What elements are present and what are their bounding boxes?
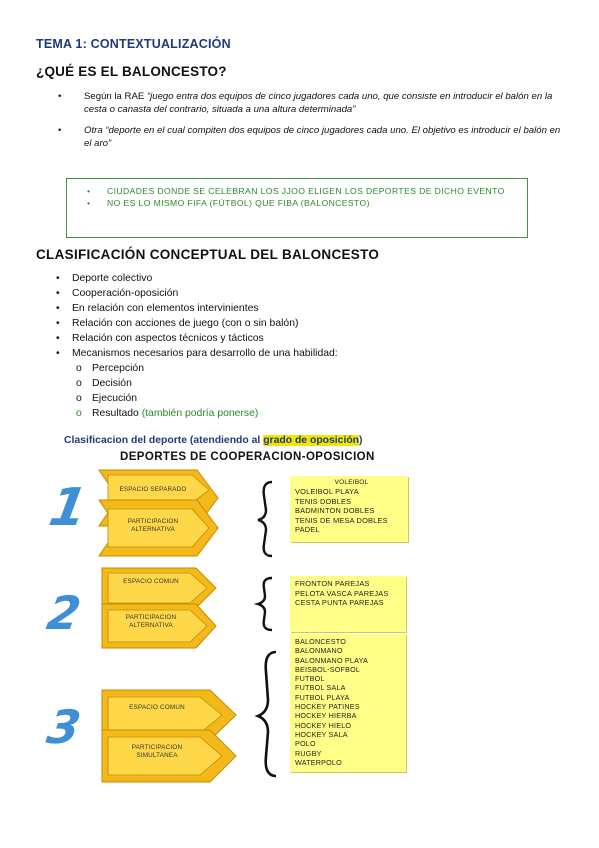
group-1-arrows [98, 469, 219, 557]
sport-item: VOLEIBOL PLAYA [295, 487, 359, 496]
bullet-icon: • [87, 198, 91, 208]
page-title: TEMA 1: CONTEXTUALIZACIÓN [36, 37, 231, 51]
group-3-arrows [101, 689, 237, 783]
definition-other: • Otra “deporte en el cual compiten dos … [58, 125, 561, 149]
brace-1 [257, 480, 273, 558]
arrow-label: PARTICIPACION ALTERNATIVA [127, 518, 179, 533]
arrow-label: PARTICIPACION SIMULTANEA [131, 744, 183, 759]
sport-item: PADEL [295, 525, 320, 535]
section-heading-clasificacion: CLASIFICACIÓN CONCEPTUAL DEL BALONCESTO [36, 247, 380, 262]
brace-3 [254, 650, 277, 778]
sport-item: CESTA PUNTA PAREJAS [295, 598, 384, 608]
definitions-list: • Según la RAE “juego entra dos equipos … [58, 90, 568, 158]
list-item: •Relación con aspectos técnicos y táctic… [56, 333, 264, 344]
sport-item: WATERPOLO [295, 757, 342, 767]
sport-item: BALONCESTO [295, 637, 346, 646]
figure-caption: Clasificacion del deporte (atendiendo al… [64, 435, 363, 446]
circle-bullet-icon: o [76, 378, 82, 389]
bullet-icon: • [58, 125, 62, 136]
arrow-label: PARTICIPACION ALTERNATIVA [125, 614, 177, 629]
sport-item: FUTBOL [295, 674, 325, 684]
sport-item: TENIS DE MESA DOBLES [295, 515, 388, 525]
sport-item: BALONMANO PLAYA [295, 655, 369, 665]
note-item: •NO ES LO MISMO FIFA (FÚTBOL) QUE FIBA (… [87, 198, 370, 208]
sport-item: HOCKEY SALA [295, 729, 348, 739]
sports-note-header: VOLEIBOL [334, 479, 369, 486]
sport-item: PELOTA VASCA PAREJAS [295, 588, 389, 598]
sport-item: HOCKEY HIELO [295, 720, 352, 730]
sport-item: BALONMANO [295, 646, 343, 656]
sport-item: HOCKEY HIERBA [295, 711, 357, 721]
circle-bullet-icon: o [76, 408, 82, 419]
note-item: •CIUDADES DONDE SE CELEBRAN LOS JJOO ELI… [87, 186, 505, 196]
figure-title: DEPORTES DE COOPERACION-OPOSICION [120, 451, 375, 463]
bullet-icon: • [87, 186, 91, 196]
list-item: •Relación con acciones de juego (con o s… [56, 318, 299, 329]
bullet-icon: • [56, 273, 60, 284]
bullet-icon: • [56, 333, 60, 344]
sport-item: FUTBOL SALA [295, 683, 346, 693]
note-box: •CIUDADES DONDE SE CELEBRAN LOS JJOO ELI… [66, 178, 528, 238]
list-item: •Mecanismos necesarios para desarrollo d… [56, 348, 338, 359]
bullet-icon: • [56, 288, 60, 299]
section-heading-que-es: ¿QUÉ ES EL BALONCESTO? [36, 64, 227, 79]
sports-note-2: FRONTON PAREJAS PELOTA VASCA PAREJAS CES… [290, 576, 406, 632]
sport-item: FUTBOL PLAYA [295, 692, 350, 702]
sport-item: POLO [295, 739, 316, 749]
arrow-label: ESPACIO COMUN [123, 578, 179, 585]
definition-rae: • Según la RAE “juego entra dos equipos … [58, 91, 553, 115]
sport-item: BADMINTON DOBLES [295, 506, 375, 516]
group-2-arrows [101, 567, 217, 649]
sport-item: TENIS DOBLES [295, 496, 352, 506]
circle-bullet-icon: o [76, 363, 82, 374]
bullet-icon: • [56, 318, 60, 329]
sport-item: BEISBOL-SOFBOL [295, 664, 361, 674]
list-item: •En relación con elementos interviniente… [56, 303, 259, 314]
sport-item: FRONTON PAREJAS [295, 579, 370, 588]
bullet-icon: • [58, 91, 62, 102]
sport-item: RUGBY [295, 748, 322, 758]
bullet-icon: • [56, 303, 60, 314]
classification-list: •Deporte colectivo •Cooperación-oposició… [56, 271, 338, 421]
arrow-label: ESPACIO COMUN [129, 704, 185, 711]
sport-item: HOCKEY PATINES [295, 702, 360, 712]
bullet-icon: • [56, 348, 60, 359]
sports-note-3: BALONCESTO BALONMANO BALONMANO PLAYA BEI… [290, 634, 406, 772]
list-item: •Deporte colectivo [56, 273, 153, 284]
brace-2 [253, 576, 273, 632]
circle-bullet-icon: o [76, 393, 82, 404]
arrow-label: ESPACIO SEPARADO [119, 486, 187, 493]
sports-note-1: VOLEIBOL VOLEIBOL PLAYA TENIS DOBLES BAD… [290, 476, 408, 542]
list-item: •Cooperación-oposición [56, 288, 179, 299]
